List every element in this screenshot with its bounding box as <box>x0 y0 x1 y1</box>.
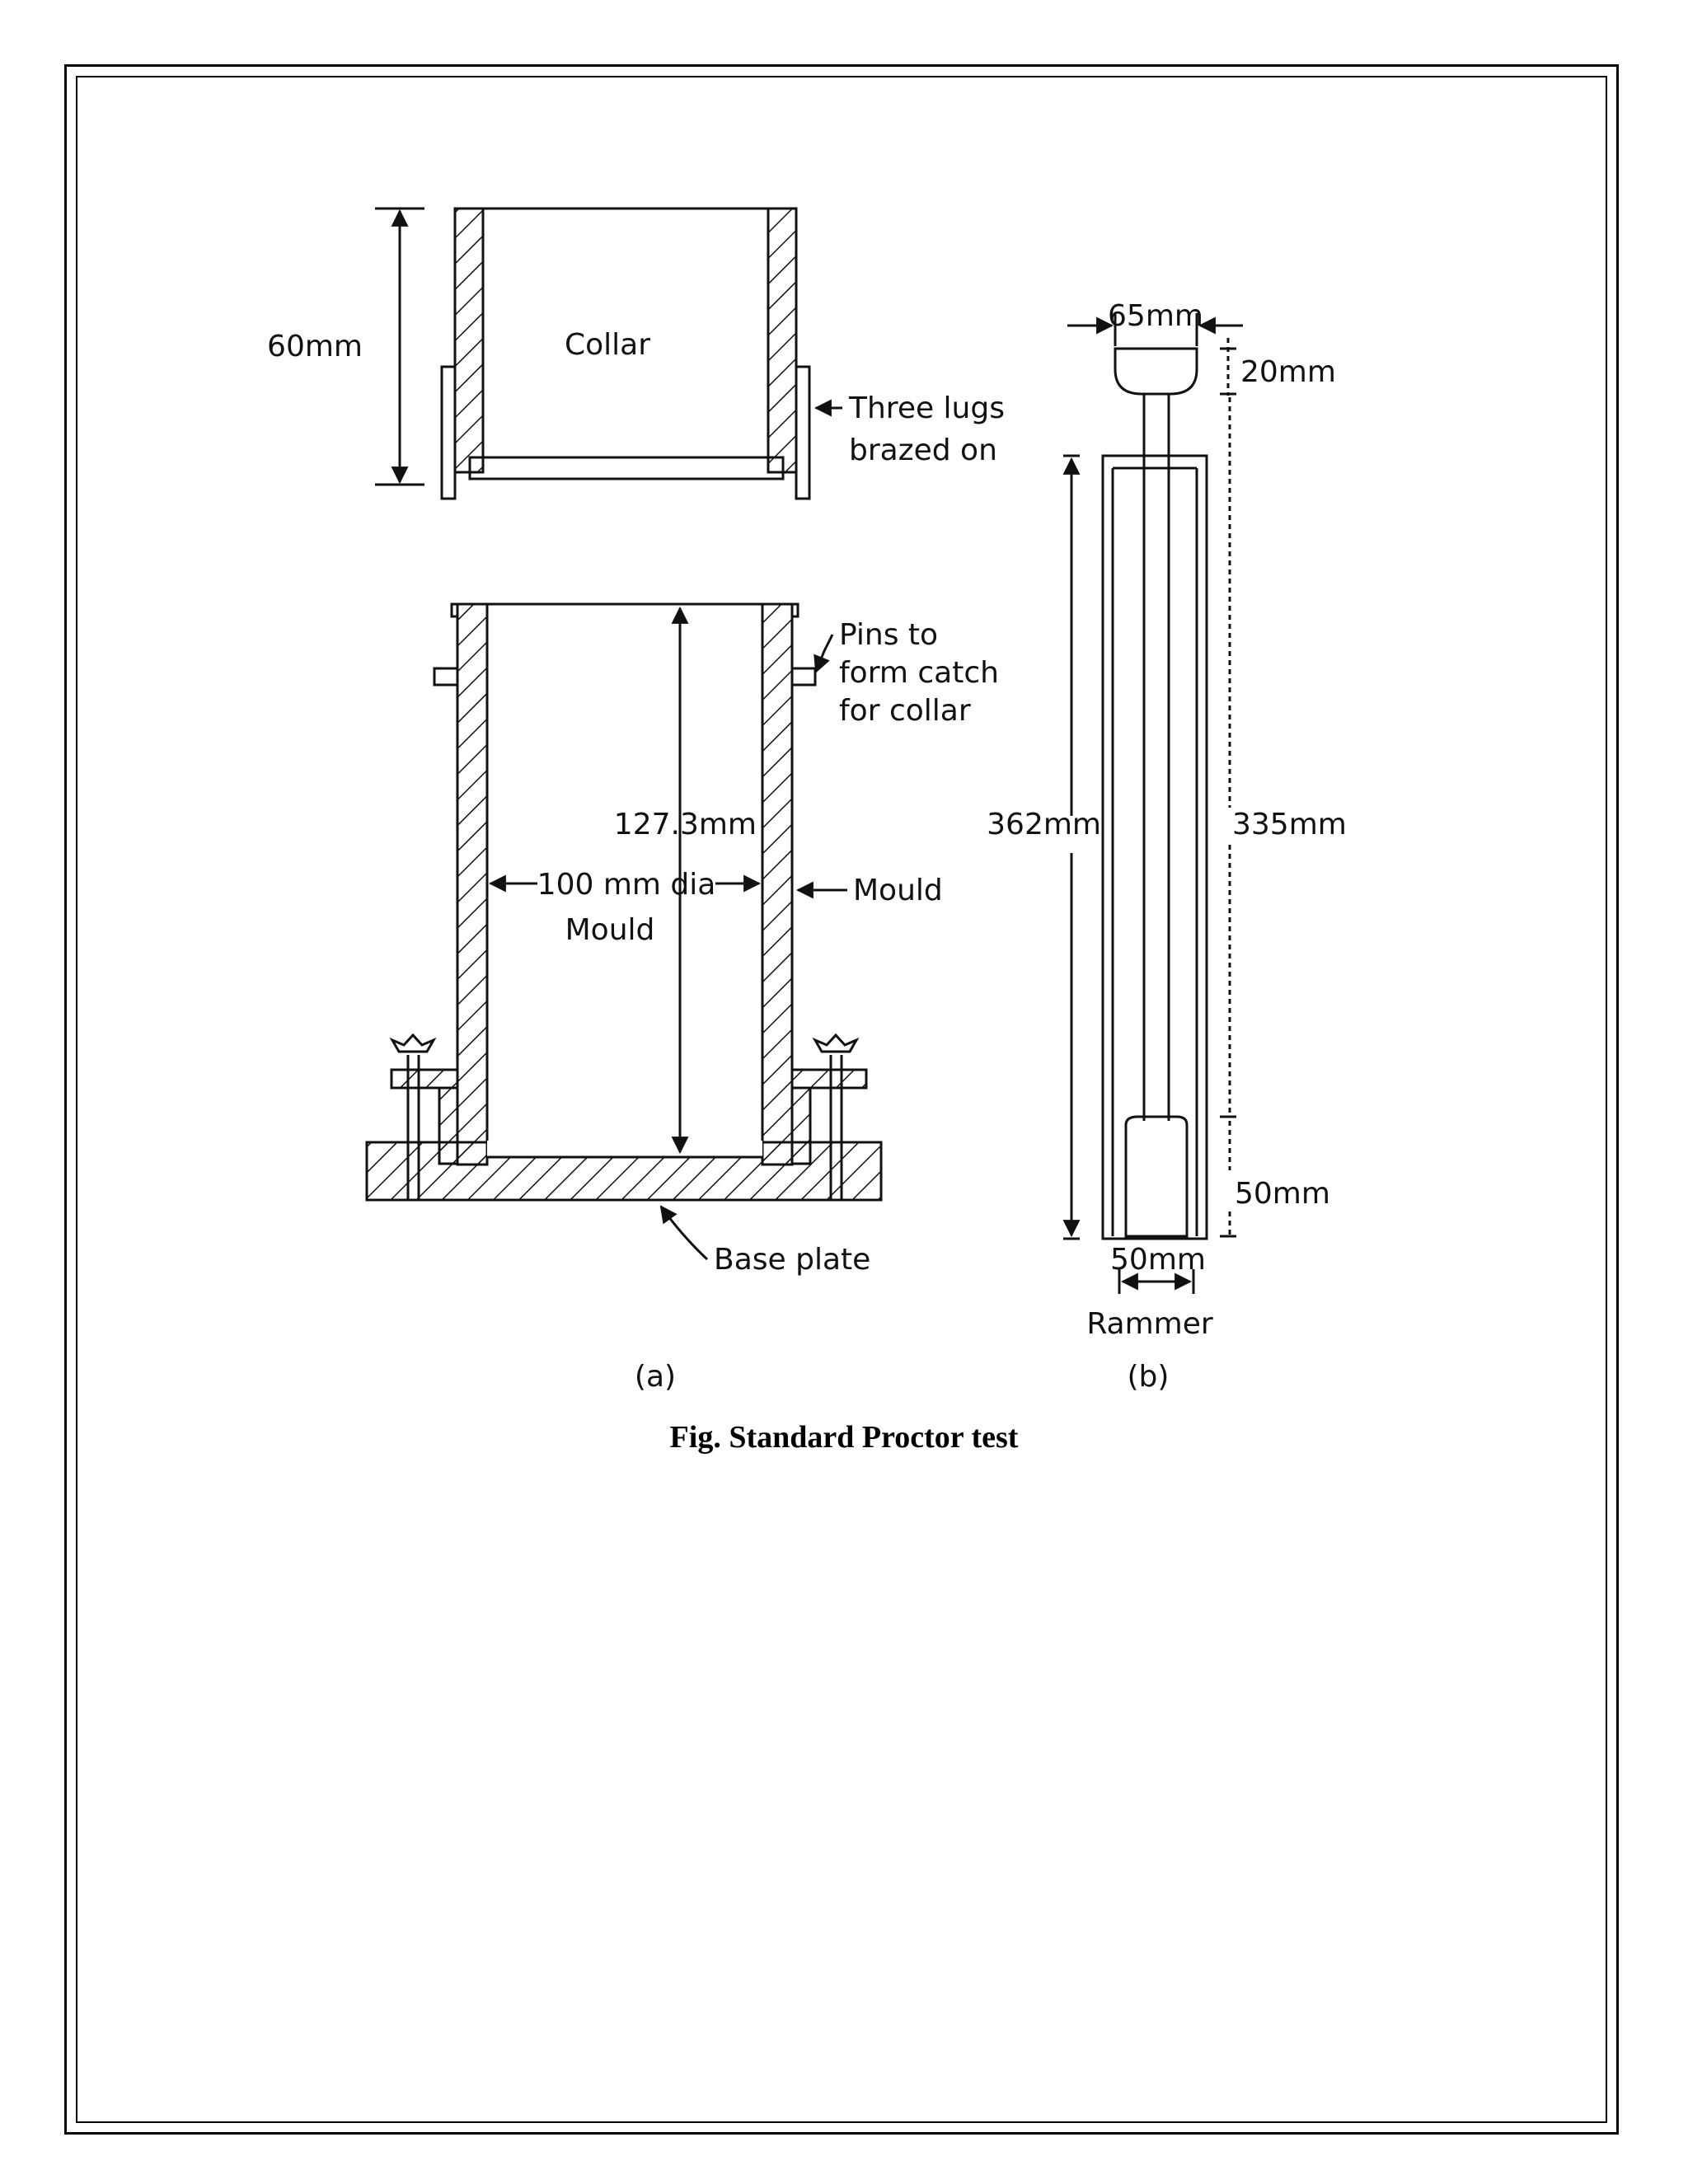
mould-height-label: 127.3mm <box>614 808 757 841</box>
rammer-foot-width-label: 50mm <box>1110 1243 1206 1277</box>
rammer-drawing <box>1062 313 1243 1294</box>
page-border-inner <box>76 76 1607 2123</box>
mould-inside-label: Mould <box>565 913 655 947</box>
mould-diameter-label: 100 mm dia <box>537 868 716 902</box>
base-plate-label: Base plate <box>714 1243 870 1277</box>
rammer-top-label: 20mm <box>1240 355 1336 389</box>
collar-height-label: 60mm <box>267 330 363 363</box>
collar-label: Collar <box>565 328 650 362</box>
pins-label-line1: Pins to <box>839 618 938 652</box>
figure-caption: Fig. Standard Proctor test <box>669 1420 1019 1455</box>
page-border-outer <box>64 64 1619 2135</box>
lugs-label-line2: brazed on <box>849 434 997 467</box>
lugs-label-line1: Three lugs <box>848 391 1005 425</box>
pins-label-line2: form catch <box>839 656 999 690</box>
rammer-guide-label: 335mm <box>1232 808 1347 841</box>
rammer-width-label: 65mm <box>1108 299 1203 333</box>
part-b-label: (b) <box>1128 1360 1170 1394</box>
mould-outside-label: Mould <box>853 874 943 907</box>
mould-drawing <box>365 602 883 1261</box>
rammer-label: Rammer <box>1086 1307 1213 1341</box>
rammer-foot-height-label: 50mm <box>1235 1177 1330 1211</box>
pins-label-line3: for collar <box>839 694 971 728</box>
rammer-total-height-label: 362mm <box>987 808 1101 841</box>
part-a-label: (a) <box>635 1360 676 1394</box>
collar-drawing <box>375 207 842 500</box>
